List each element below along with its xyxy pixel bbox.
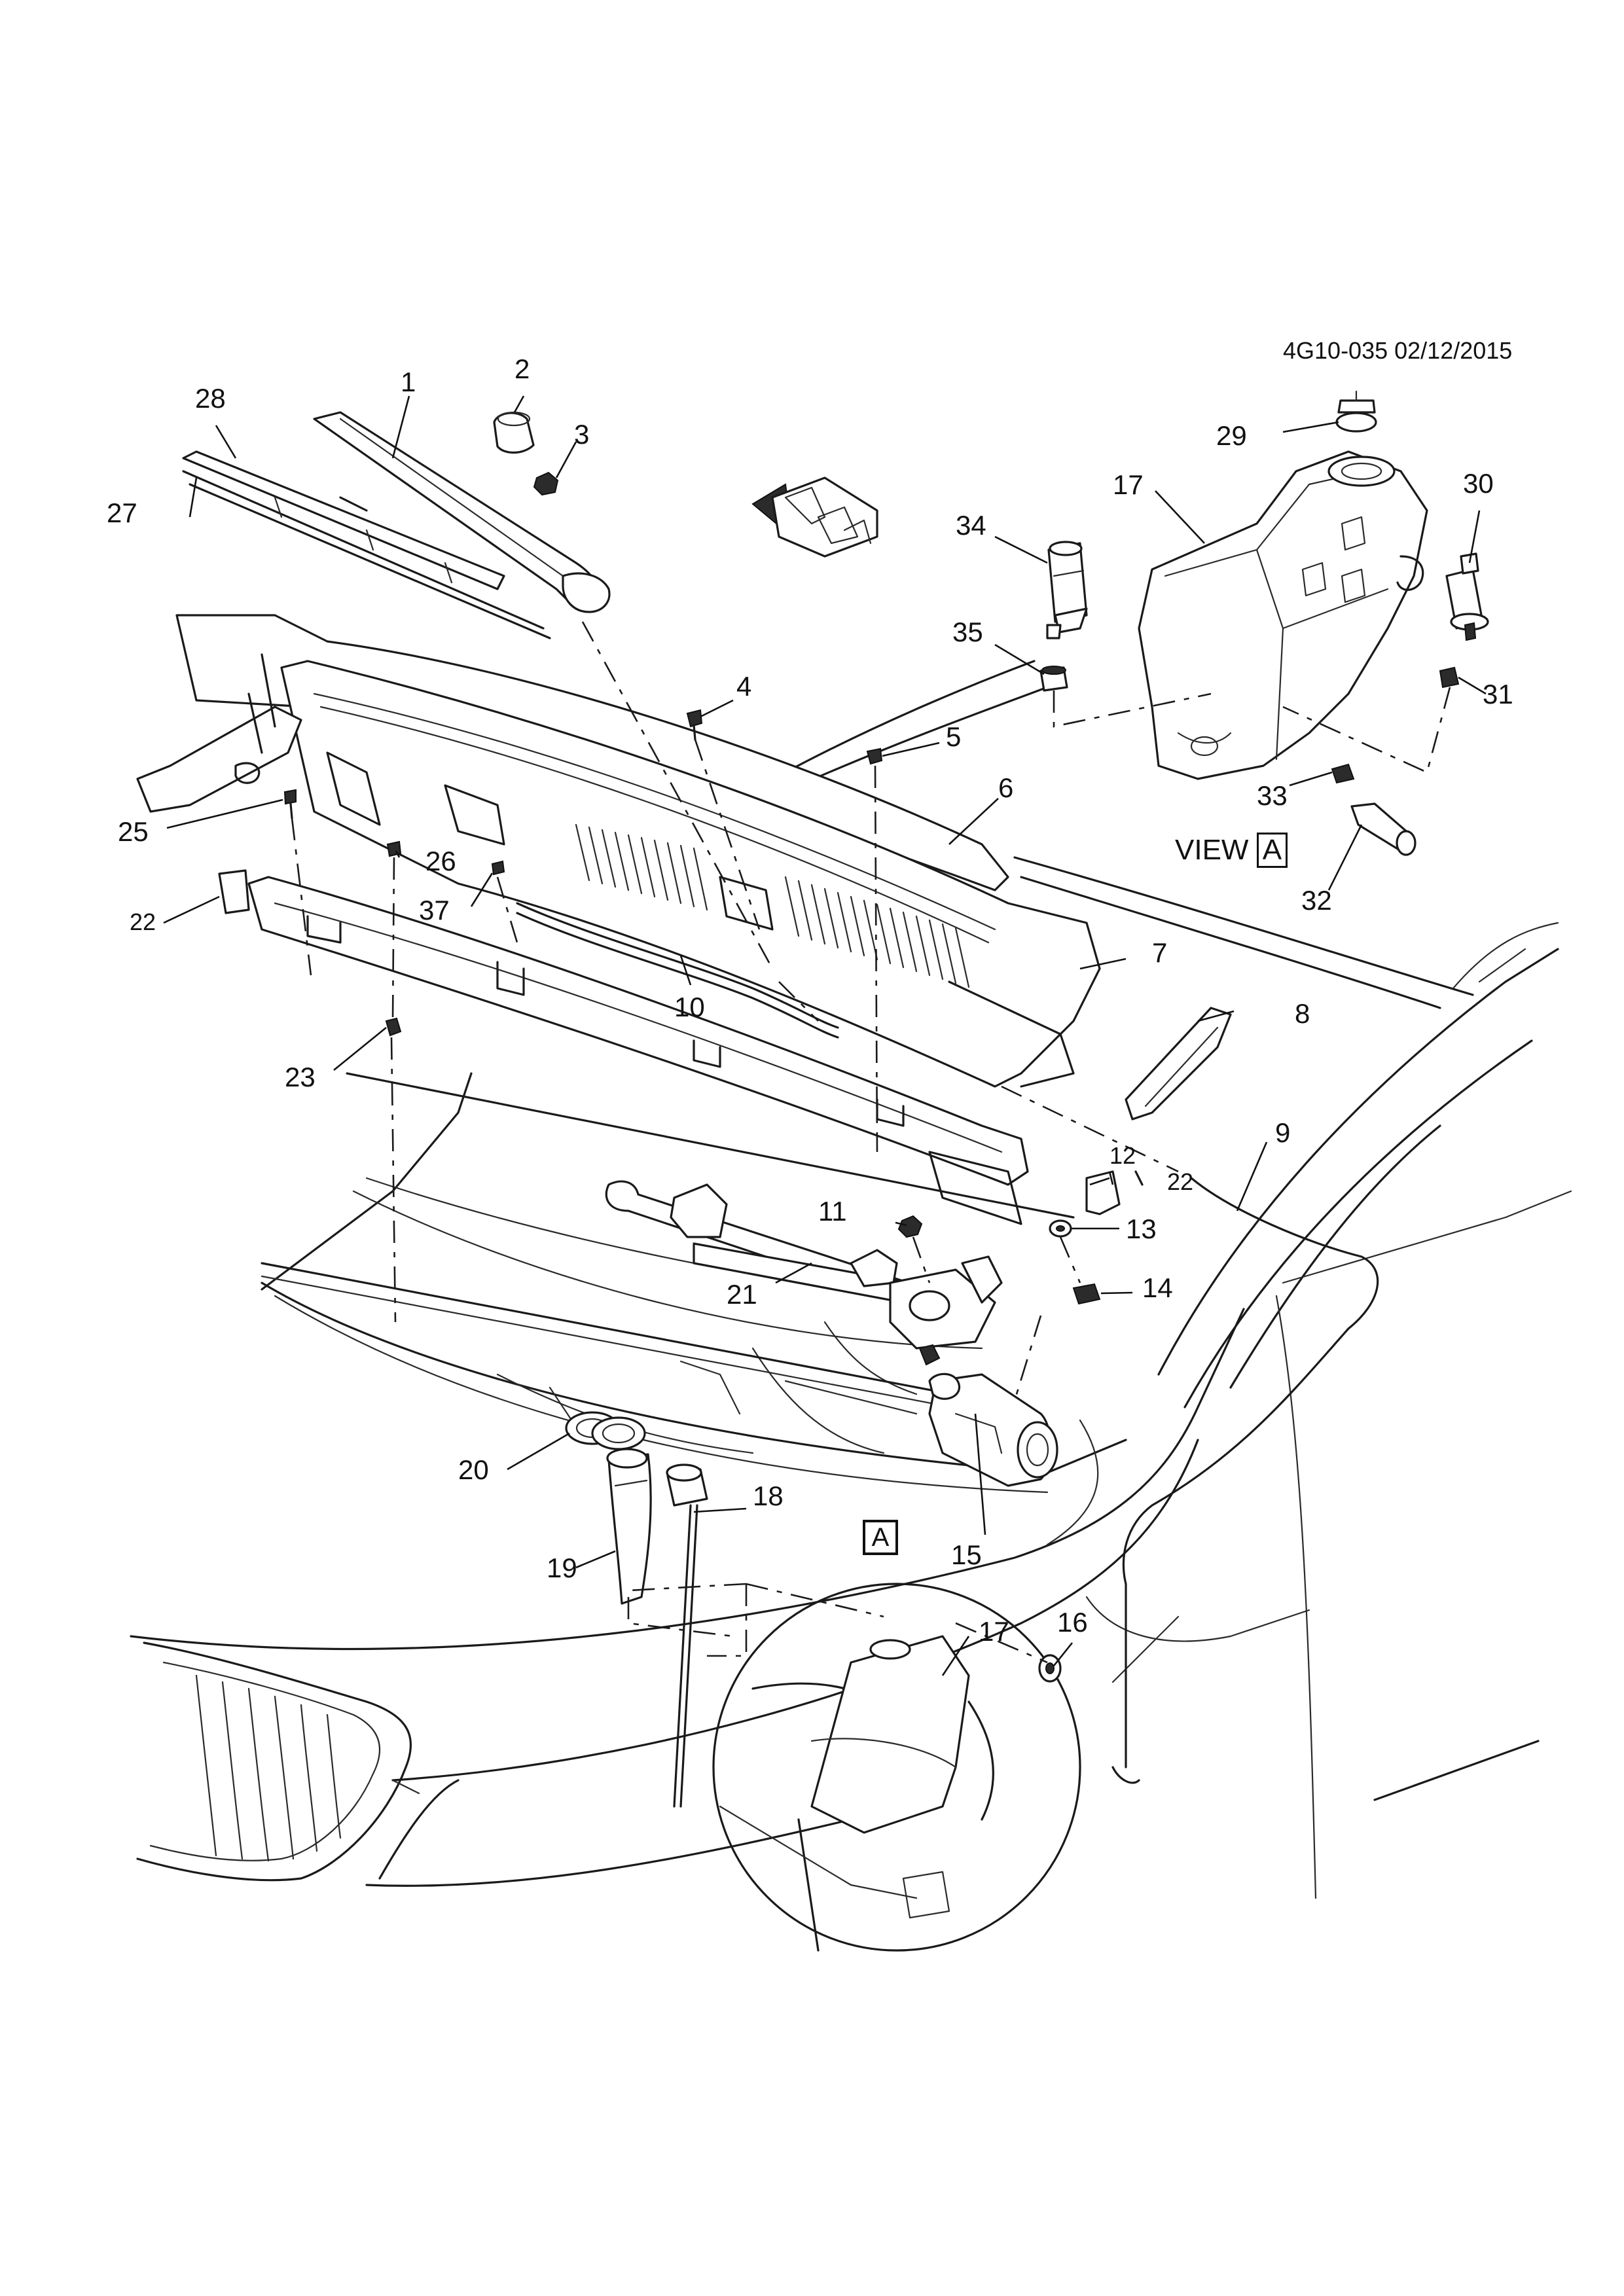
callout-16: 16 bbox=[1057, 1607, 1088, 1638]
view-label-text: VIEW bbox=[1175, 834, 1249, 866]
washer-pump-30 bbox=[1445, 552, 1489, 641]
view-a-label: VIEW A bbox=[1175, 833, 1288, 869]
callout-8: 8 bbox=[1295, 998, 1310, 1029]
wiper-motor bbox=[928, 1372, 1058, 1487]
cowl-screen-panel bbox=[136, 614, 1101, 1088]
screw-37 bbox=[491, 860, 505, 876]
callout-1: 1 bbox=[401, 367, 416, 397]
detail-view-circle bbox=[712, 1583, 1081, 1952]
callout-31: 31 bbox=[1483, 679, 1513, 709]
assembly-centerlines bbox=[291, 621, 1451, 1664]
screw-5 bbox=[866, 747, 883, 765]
callout-30: 30 bbox=[1463, 468, 1494, 499]
washer-hose bbox=[516, 902, 1379, 1784]
washer-level-sensor bbox=[666, 1463, 708, 1808]
callout-32: 32 bbox=[1301, 885, 1332, 916]
screw-26 bbox=[386, 840, 402, 857]
reservoir-grommet-29 bbox=[1335, 390, 1377, 433]
callout-13: 13 bbox=[1126, 1213, 1157, 1244]
callout-22-left: 22 bbox=[130, 908, 156, 935]
pump-grommet-31 bbox=[1439, 666, 1460, 689]
detail-a-marker: A bbox=[863, 1520, 898, 1555]
callout-20: 20 bbox=[458, 1454, 489, 1485]
callout-34: 34 bbox=[956, 510, 986, 541]
callout-22-right: 22 bbox=[1167, 1168, 1194, 1195]
callout-35: 35 bbox=[952, 617, 983, 647]
callout-10: 10 bbox=[674, 992, 705, 1022]
cowl-lower-panel bbox=[247, 876, 1029, 1225]
nut-11 bbox=[897, 1215, 923, 1238]
callout-28: 28 bbox=[195, 383, 226, 414]
callout-23: 23 bbox=[285, 1062, 316, 1092]
grommet-16 bbox=[1038, 1654, 1062, 1683]
callout-2: 2 bbox=[514, 353, 530, 384]
callout-26: 26 bbox=[425, 846, 456, 876]
callout-25: 25 bbox=[118, 816, 149, 847]
callout-12: 12 bbox=[1110, 1142, 1136, 1169]
wiper-arm-cap bbox=[493, 411, 535, 454]
pump-grommet-35 bbox=[1039, 666, 1068, 692]
callout-19: 19 bbox=[547, 1552, 577, 1583]
callout-11: 11 bbox=[818, 1196, 847, 1227]
screw-4 bbox=[686, 709, 703, 741]
wiper-arm-nut bbox=[533, 471, 559, 496]
callout-4: 4 bbox=[736, 671, 752, 702]
callout-37: 37 bbox=[419, 895, 450, 925]
clip-23 bbox=[385, 1017, 402, 1037]
callout-27: 27 bbox=[107, 497, 137, 528]
wiper-blade bbox=[182, 450, 551, 639]
view-label-box: A bbox=[1256, 833, 1288, 869]
callout-17-detail: 17 bbox=[979, 1616, 1009, 1647]
washer-reservoir bbox=[1138, 450, 1428, 780]
washer-filler-neck bbox=[606, 1448, 652, 1605]
callout-21: 21 bbox=[727, 1279, 757, 1310]
callout-18: 18 bbox=[753, 1480, 784, 1511]
callout-29: 29 bbox=[1216, 420, 1247, 451]
callout-6: 6 bbox=[998, 772, 1014, 803]
callout-17: 17 bbox=[1113, 469, 1144, 500]
callout-15: 15 bbox=[951, 1539, 982, 1570]
hood-seal bbox=[1125, 1007, 1232, 1121]
callout-3: 3 bbox=[574, 419, 590, 450]
callout-leader-lines bbox=[163, 395, 1487, 1676]
callout-14: 14 bbox=[1142, 1272, 1173, 1303]
callout-33: 33 bbox=[1257, 780, 1288, 811]
grommet-14 bbox=[1072, 1283, 1101, 1305]
cowl-end-cap-left bbox=[218, 869, 250, 914]
callout-9: 9 bbox=[1275, 1117, 1291, 1148]
washer-pump-34 bbox=[1046, 541, 1088, 639]
front-direction-arrow bbox=[751, 476, 878, 558]
callout-7: 7 bbox=[1152, 937, 1168, 968]
callout-5: 5 bbox=[946, 721, 962, 752]
fluid-level-sensor-32 bbox=[1350, 802, 1416, 856]
washer-filler-seal bbox=[565, 1411, 646, 1450]
fluid-level-switch-33 bbox=[1331, 763, 1355, 784]
screw-25 bbox=[283, 789, 297, 819]
wiper-linkage bbox=[605, 1180, 1003, 1366]
wiper-arm bbox=[313, 411, 611, 613]
cowl-end-cap-right bbox=[1085, 1170, 1121, 1215]
drawing-reference: 4G10-035 02/12/2015 bbox=[1283, 337, 1513, 364]
grommet-13 bbox=[1049, 1219, 1072, 1238]
